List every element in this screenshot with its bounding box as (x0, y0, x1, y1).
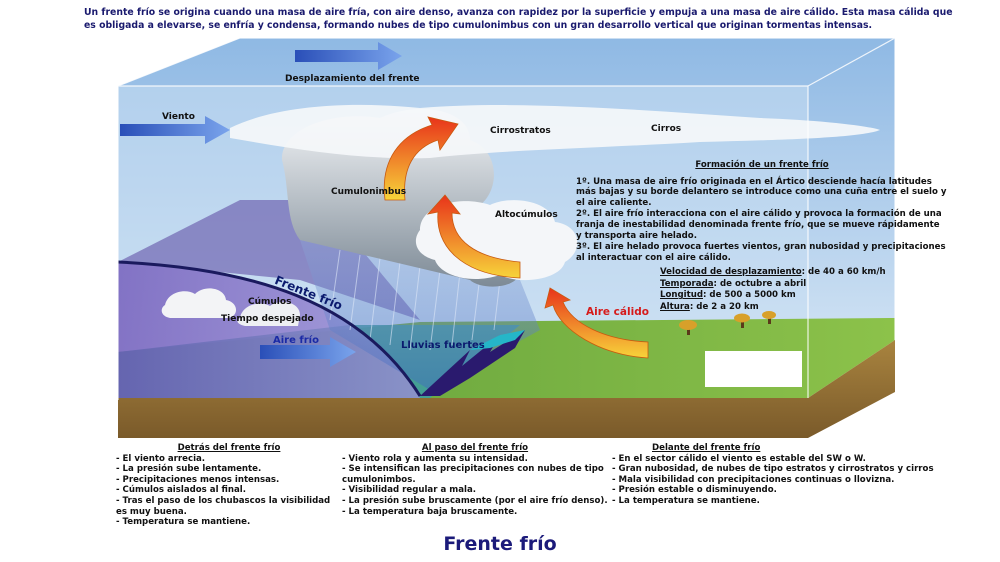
page-title: Frente frío (443, 533, 557, 555)
cumulus-small-cloud (161, 288, 237, 318)
column-ahead: Delante del frente frío - En el sector c… (612, 443, 942, 507)
label-cumulos: Cúmulos (248, 297, 292, 307)
wind-arrow-icon (120, 116, 230, 144)
column-behind-item: - La presión sube lentamente. (116, 464, 262, 475)
column-ahead-item: - Presión estable o disminuyendo. (612, 485, 777, 496)
fact-altura-value: : de 2 a 20 km (689, 301, 759, 312)
formation-step-2: 2º. El aire frío interacciona con el air… (576, 209, 942, 241)
formation-step-3: 3º. El aire helado provoca fuertes vient… (576, 242, 946, 263)
label-aire-frio: Aire frío (273, 335, 319, 346)
column-behind-heading: Detrás del frente frío (177, 443, 281, 453)
fact-longitud-label: Longitud (660, 290, 703, 301)
column-during-item: - La presión sube bruscamente (por el ai… (342, 495, 608, 506)
column-behind-item: - Temperatura se mantiene. (116, 517, 251, 528)
blank-box (705, 351, 802, 387)
tree-icons (679, 311, 776, 335)
column-during-item: - Se intensifican las precipitaciones co… (342, 464, 604, 485)
rain-streaks (329, 249, 501, 351)
formation-step-1: 1º. Una masa de aire frío originada en e… (576, 176, 947, 208)
column-behind: Detrás del frente frío - El viento arrec… (116, 443, 342, 528)
column-during-heading: Al paso del frente frío (421, 443, 529, 453)
fact-velocidad-label: Velocidad de desplazamiento (660, 267, 802, 277)
column-behind-item: - Precipitaciones menos intensas. (116, 474, 280, 485)
column-during-item: - Visibilidad regular a mala. (342, 485, 477, 496)
front-triangles (420, 330, 525, 396)
box-outline (117, 37, 896, 400)
warm-arrow-3-icon (544, 287, 649, 359)
intro-text: Un frente frío se origina cuando una mas… (84, 7, 953, 31)
altocumulus-cloud (415, 200, 578, 281)
column-behind-item: - El viento arrecia. (116, 453, 206, 464)
fact-altura: Altura: de 2 a 20 km (660, 302, 920, 313)
formation-title: Formación de un frente frío (695, 160, 829, 170)
formation-panel: Formación de un frente frío 1º. Una masa… (576, 160, 948, 264)
soil-layer (118, 340, 895, 438)
label-tiempo-despejado: Tiempo despejado (221, 314, 314, 324)
column-during: Al paso del frente frío - Viento rola y … (342, 443, 608, 517)
fact-velocidad: Velocidad de desplazamiento: de 40 a 60 … (660, 267, 920, 278)
front-motion-arrow-icon (295, 42, 402, 70)
column-ahead-item: - En el sector cálido el viento es estab… (612, 453, 866, 464)
label-lluvias-fuertes: Lluvias fuertes (401, 340, 485, 351)
column-ahead-item: - Mala visibilidad con precipitaciones c… (612, 474, 895, 485)
fact-longitud-value: : de 500 a 5000 km (702, 290, 796, 301)
label-cirros: Cirros (651, 124, 682, 134)
anvil-cloud (230, 104, 880, 159)
column-ahead-item: - Gran nubosidad, de nubes de tipo estra… (612, 464, 934, 475)
column-during-item: - Viento rola y aumenta su intensidad. (342, 453, 528, 464)
column-ahead-item: - La temperatura se mantiene. (612, 495, 760, 506)
cumulus-cloud-2 (237, 301, 300, 326)
facts-panel: Velocidad de desplazamiento: de 40 a 60 … (660, 267, 920, 313)
fact-altura-label: Altura (660, 301, 690, 312)
label-viento: Viento (162, 112, 195, 122)
fact-velocidad-value: : de 40 a 60 km/h (801, 267, 886, 277)
column-behind-item: - Cúmulos aislados al final. (116, 485, 247, 496)
label-cirrostratos: Cirrostratos (490, 126, 551, 136)
cold-front-line (117, 260, 422, 397)
front-triangles-cyan (470, 330, 525, 350)
column-behind-item: - Tras el paso de los chubascos la visib… (116, 495, 331, 517)
warm-arrow-1-icon (383, 116, 459, 201)
label-desplazamiento: Desplazamiento del frente (285, 74, 420, 84)
fact-temporada-label: Temporada (660, 278, 714, 289)
column-ahead-heading: Delante del frente frío (652, 443, 761, 453)
label-altocumulos: Altocúmulos (495, 210, 558, 220)
label-aire-calido: Aire cálido (586, 306, 649, 318)
column-during-item: - La temperatura baja bruscamente. (342, 506, 518, 517)
label-cumulonimbus: Cumulonimbus (331, 187, 407, 197)
fact-temporada: Temporada: de octubre a abril (660, 279, 920, 290)
fact-temporada-value: : de octubre a abril (713, 278, 807, 289)
fact-longitud: Longitud: de 500 a 5000 km (660, 290, 920, 301)
cold-air-arrow-icon (260, 337, 356, 367)
warm-arrow-2-icon (426, 194, 521, 279)
